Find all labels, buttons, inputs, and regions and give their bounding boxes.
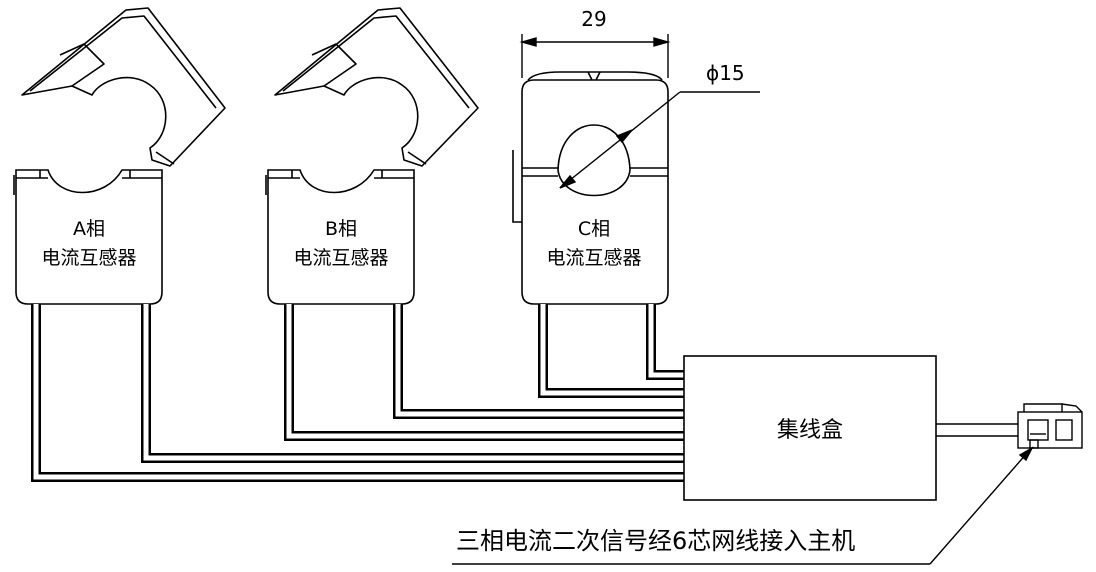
width-dimension-label: 29 [581, 7, 606, 31]
junction-box-label: 集线盒 [777, 418, 843, 443]
sensor-c-phase-label: C相 [578, 218, 610, 240]
width-dimension [519, 34, 671, 78]
caption-leader [452, 446, 1034, 565]
sensor-c-name-label: 电流互感器 [546, 247, 641, 269]
sensor-a-body [13, 169, 163, 305]
sensor-a-name-label: 电流互感器 [41, 247, 136, 269]
sensor-b: B相 电流互感器 [265, 7, 479, 305]
network-cable [936, 423, 1018, 437]
sensor-a-phase-label: A相 [73, 218, 105, 240]
sensor-b-name-label: 电流互感器 [293, 247, 388, 269]
diameter-dimension [559, 91, 760, 189]
caption: 三相电流二次信号经6芯网线接入主机 [456, 527, 855, 555]
cable-c-2 [646, 304, 686, 380]
junction-box: 集线盒 [683, 355, 937, 501]
sensor-b-body [265, 169, 415, 305]
sensor-c-top [521, 71, 669, 171]
rj45-plug-icon [1017, 403, 1083, 449]
sensor-a: A相 电流互感器 [13, 7, 226, 305]
diameter-dimension-label: ϕ15 [706, 61, 745, 85]
sensor-b-jaw [274, 7, 479, 167]
sensor-c-body [512, 150, 669, 305]
signal-cables-inner [33, 304, 686, 480]
sensor-b-phase-label: B相 [325, 218, 357, 240]
sensor-c: 29 ϕ15 C相 电流互感器 [512, 7, 760, 305]
sensor-a-jaw [21, 7, 226, 167]
